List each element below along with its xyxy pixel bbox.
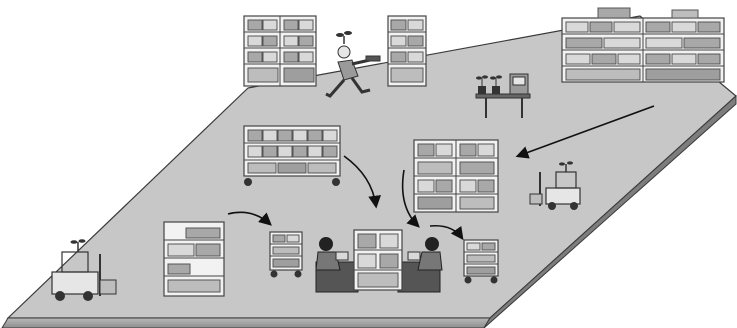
shelving-rack-icon [388,16,426,86]
shelving-rack-back-right [562,8,724,82]
shelving-rack-back-center [388,16,426,86]
potted-plant-icon [336,31,352,44]
shelving-rack-icon [414,140,498,212]
shelving-rack-back-left [244,16,316,86]
floor-front-edge [2,318,490,328]
shelving-rack-icon [244,16,316,86]
shelving-rack-middle-right [414,140,498,212]
shelving-rack-front-left [164,222,224,296]
shelving-rack-icon [562,8,724,82]
shelving-rack-icon [164,222,224,296]
